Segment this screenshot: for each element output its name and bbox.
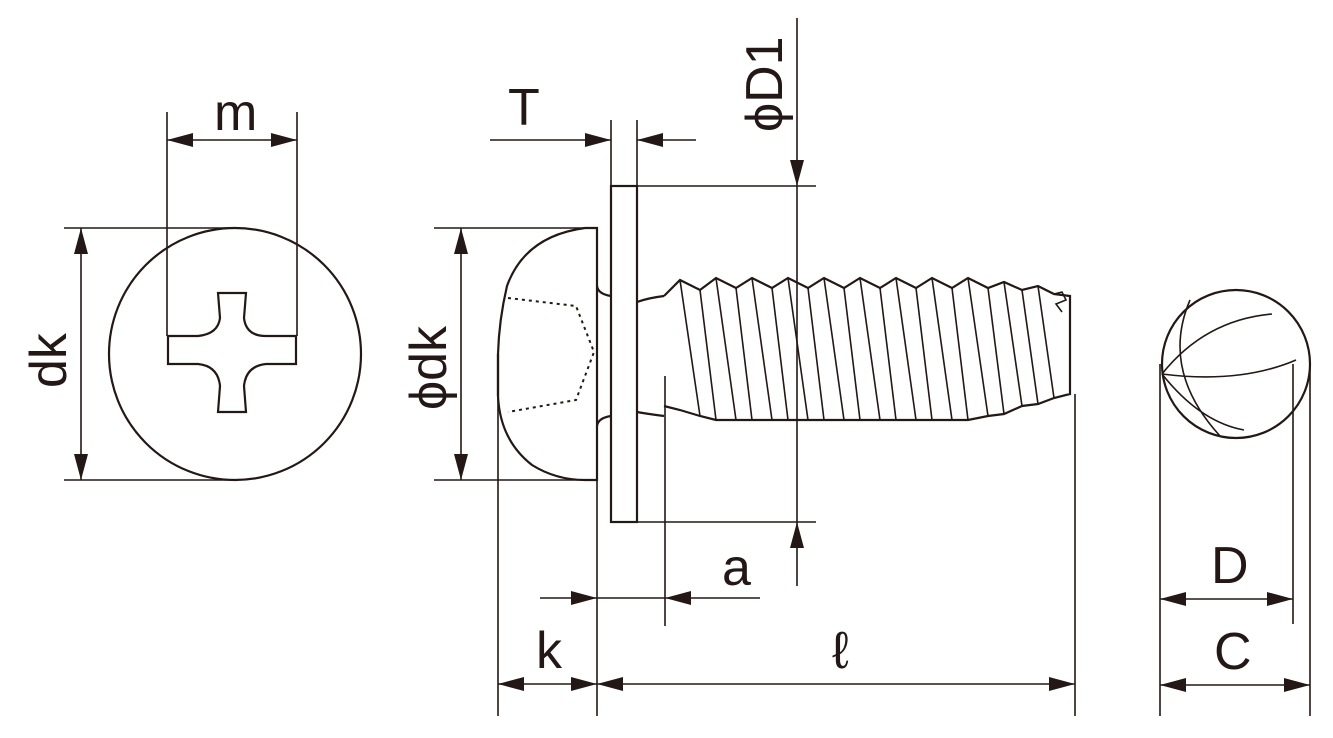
- l-label: ℓ: [832, 622, 849, 680]
- thread-root-top: [636, 294, 665, 304]
- head-circle: [107, 226, 363, 482]
- thread-root-bottom: [636, 410, 665, 418]
- screw-head: [496, 226, 599, 482]
- thread-start-curve-3: [1179, 299, 1221, 437]
- recess-hidden-line: [507, 297, 596, 413]
- neck-lower: [595, 414, 612, 427]
- thread-start-curve-2: [1161, 373, 1245, 431]
- d-arrow-left: [1160, 592, 1186, 606]
- dk-arrow-top: [74, 228, 88, 254]
- d-label: D: [1211, 537, 1249, 595]
- a-arrow-right: [665, 591, 691, 605]
- a-label: a: [722, 539, 751, 597]
- screw-side-view: ϕdk T ϕD1 a k ℓ: [400, 18, 1076, 716]
- thread-start-curve-1: [1161, 313, 1273, 375]
- t-arrow-left: [585, 133, 611, 147]
- m-label: m: [214, 84, 257, 142]
- thread-start-curve-4: [1161, 359, 1297, 378]
- k-arrow-right: [571, 677, 597, 691]
- d-arrow-right: [1267, 592, 1293, 606]
- thread-tip-notch: [1053, 291, 1068, 313]
- thread-end-view: D C: [1159, 288, 1312, 716]
- thread-crests: [679, 277, 1055, 421]
- head-top-view: m dk: [20, 84, 363, 482]
- phillips-recess: [166, 291, 298, 414]
- phi-dk-label: ϕdk: [400, 325, 458, 410]
- phi-dk-arrow-bottom: [454, 454, 468, 480]
- neck-upper: [595, 285, 612, 298]
- phi-dk-arrow-top: [454, 228, 468, 254]
- phi-d1-label: ϕD1: [736, 36, 794, 132]
- t-label: T: [508, 79, 540, 137]
- k-arrow-left: [498, 677, 524, 691]
- l-arrow-left: [597, 677, 623, 691]
- a-arrow-left: [571, 591, 597, 605]
- k-label: k: [536, 622, 563, 680]
- m-arrow-right: [271, 133, 297, 147]
- thread-outline: [663, 276, 1072, 422]
- l-arrow-right: [1049, 677, 1075, 691]
- m-arrow-left: [167, 133, 193, 147]
- c-label: C: [1214, 623, 1252, 681]
- dk-arrow-bottom: [74, 454, 88, 480]
- c-arrow-right: [1284, 678, 1310, 692]
- phi-d1-arrow-top: [790, 160, 804, 186]
- t-arrow-right: [637, 133, 663, 147]
- phi-d1-arrow-bottom: [790, 522, 804, 548]
- c-arrow-left: [1160, 678, 1186, 692]
- dk-label: dk: [20, 332, 78, 388]
- washer: [609, 184, 639, 524]
